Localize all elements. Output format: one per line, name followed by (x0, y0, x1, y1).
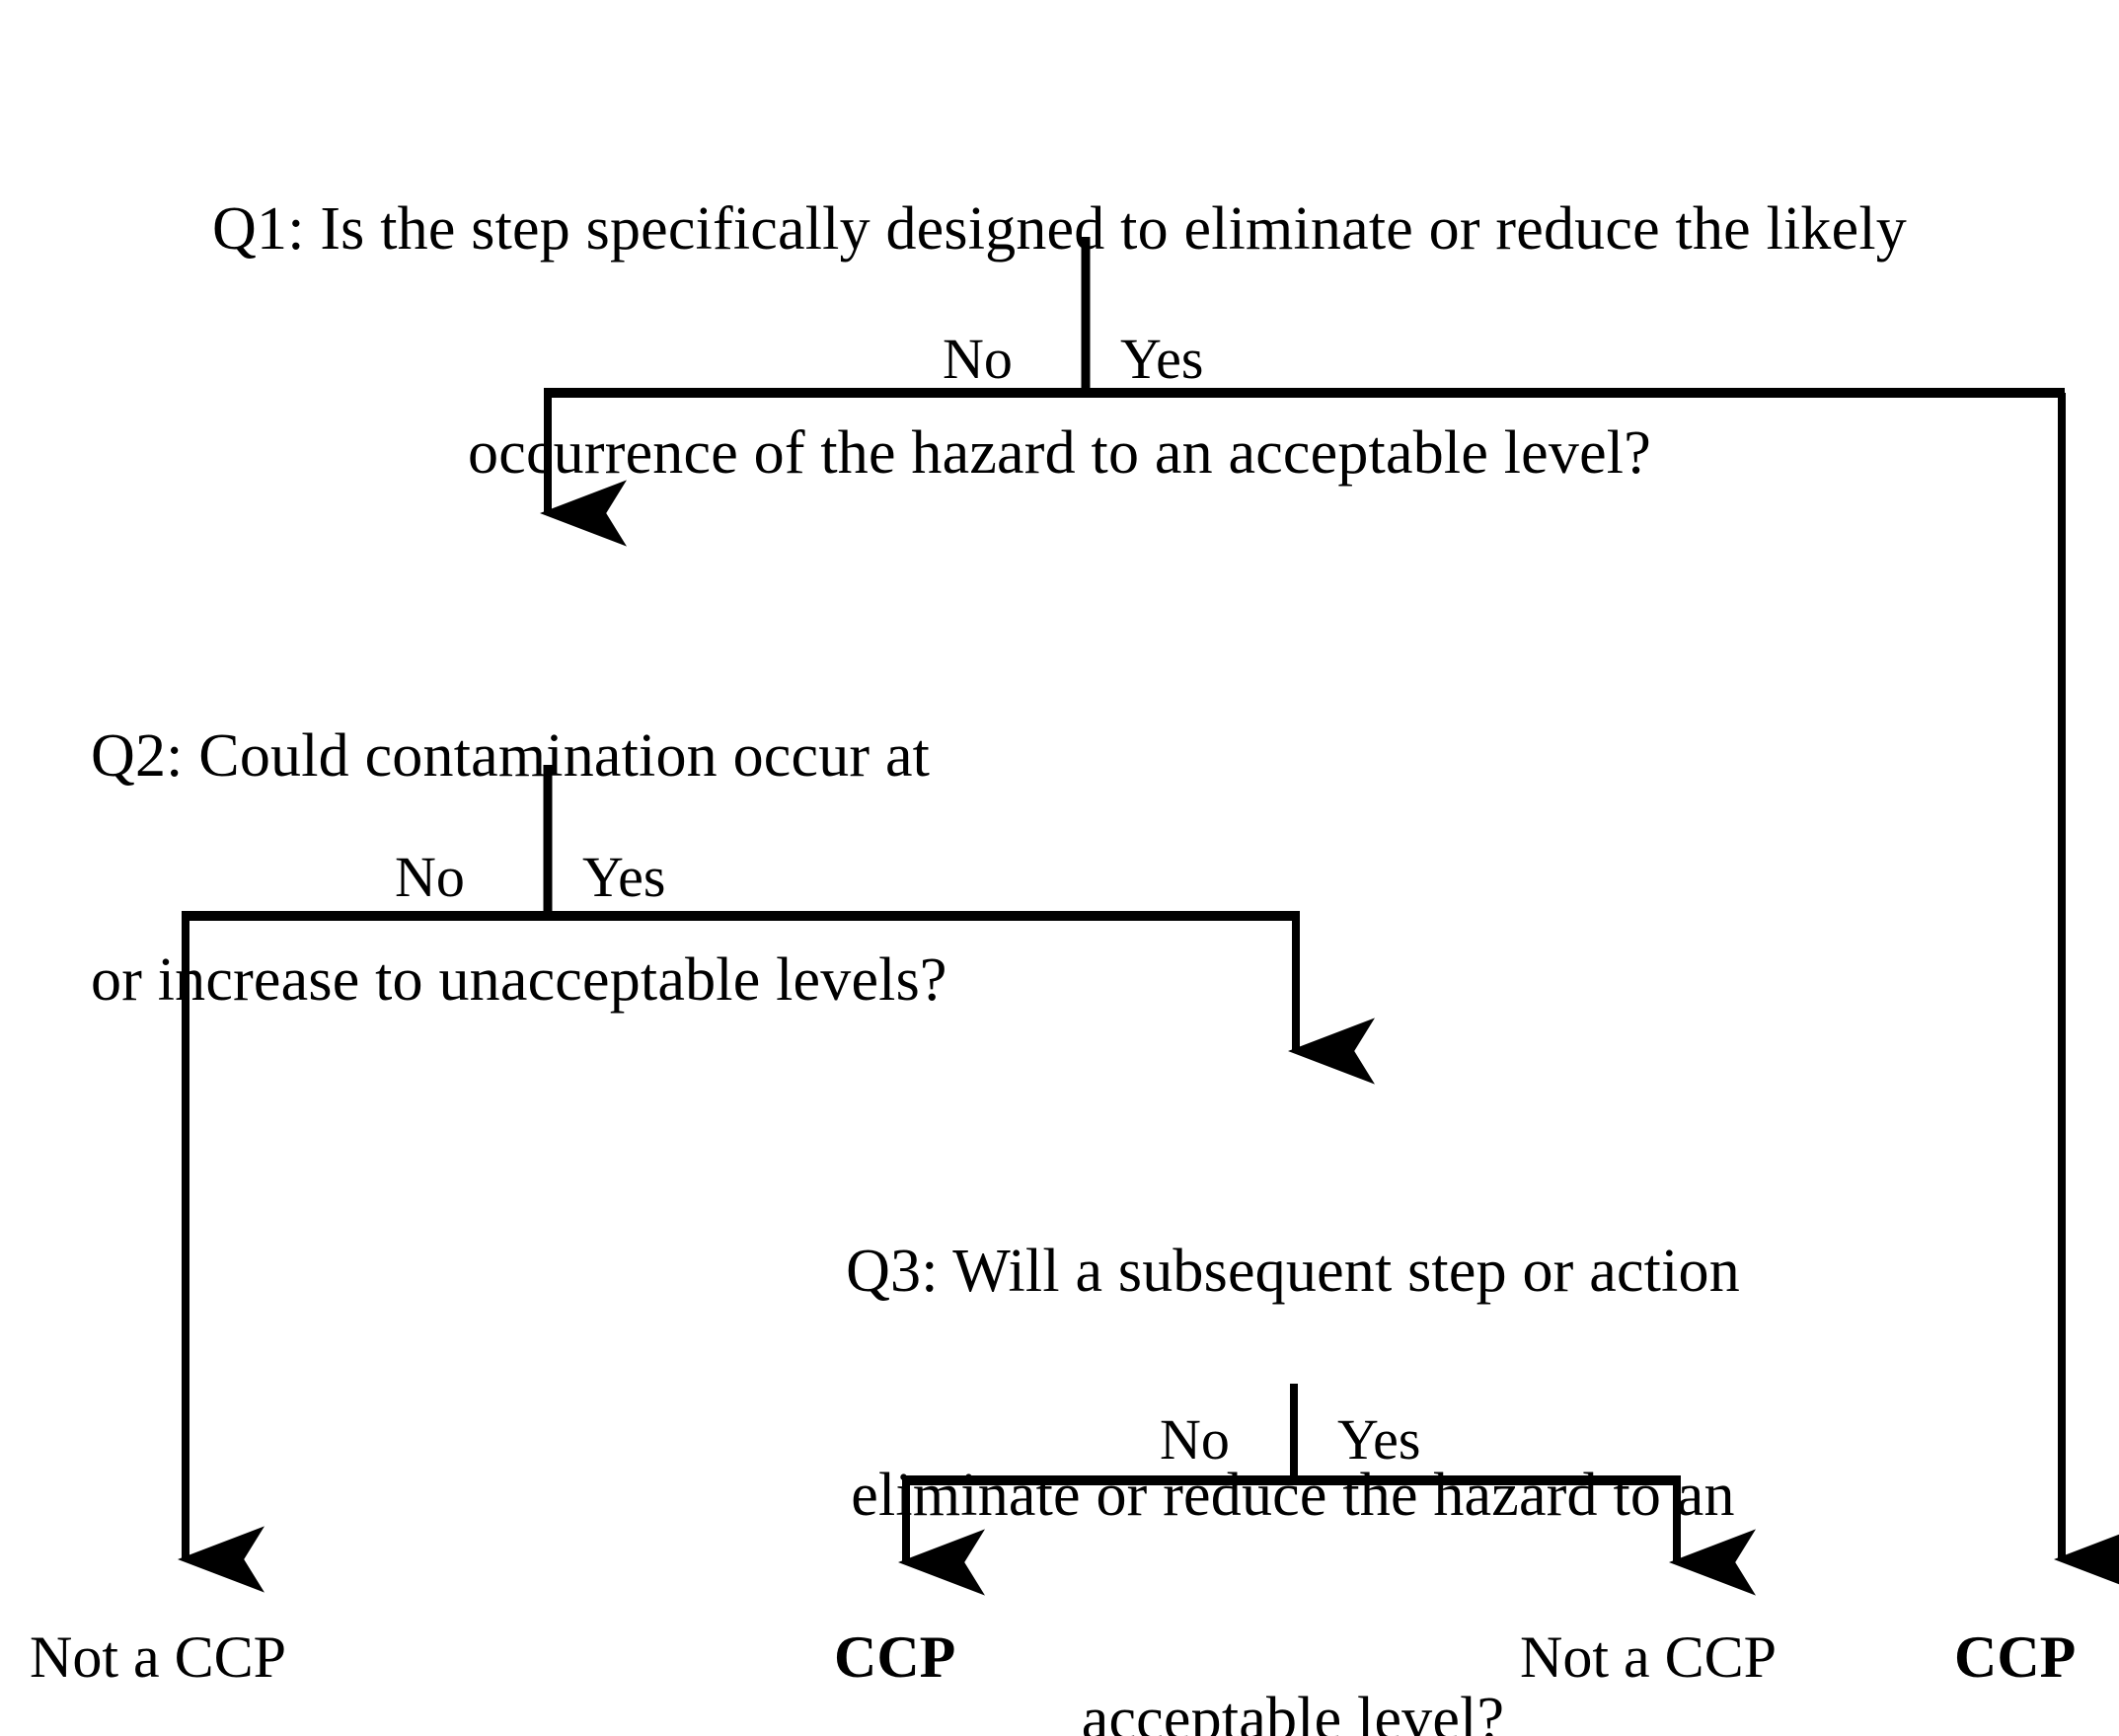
q2-line-1: Q2: Could contamination occur at (91, 722, 931, 791)
branch-label-q2-yes: Yes (582, 845, 666, 909)
terminal-not-a-ccp-left: Not a CCP (30, 1624, 287, 1690)
q1-line-2: occurrence of the hazard to an acceptabl… (468, 419, 1651, 488)
branch-label-q1-yes: Yes (1120, 327, 1204, 391)
question-node-q3: Q3: Will a subsequent step or action eli… (750, 1086, 1836, 1736)
question-node-q2: Q2: Could contamination occur at or incr… (91, 570, 947, 1168)
branch-label-q3-no: No (1160, 1407, 1230, 1472)
terminal-ccp-middle: CCP (834, 1624, 956, 1690)
branch-label-q3-yes: Yes (1337, 1407, 1421, 1472)
terminal-not-a-ccp-right: Not a CCP (1520, 1624, 1778, 1690)
question-node-q1: Q1: Is the step specifically designed to… (0, 43, 2119, 641)
q1-line-1: Q1: Is the step specifically designed to… (212, 195, 1907, 264)
terminal-ccp-right: CCP (1954, 1624, 2077, 1690)
q3-line-1: Q3: Will a subsequent step or action (846, 1238, 1740, 1306)
branch-label-q1-no: No (943, 327, 1013, 391)
q3-line-2: eliminate or reduce the hazard to an (851, 1462, 1735, 1530)
q3-line-3: acceptable level? (1081, 1686, 1505, 1736)
branch-label-q2-no: No (395, 845, 465, 909)
q2-line-2: or increase to unacceptable levels? (91, 946, 947, 1015)
